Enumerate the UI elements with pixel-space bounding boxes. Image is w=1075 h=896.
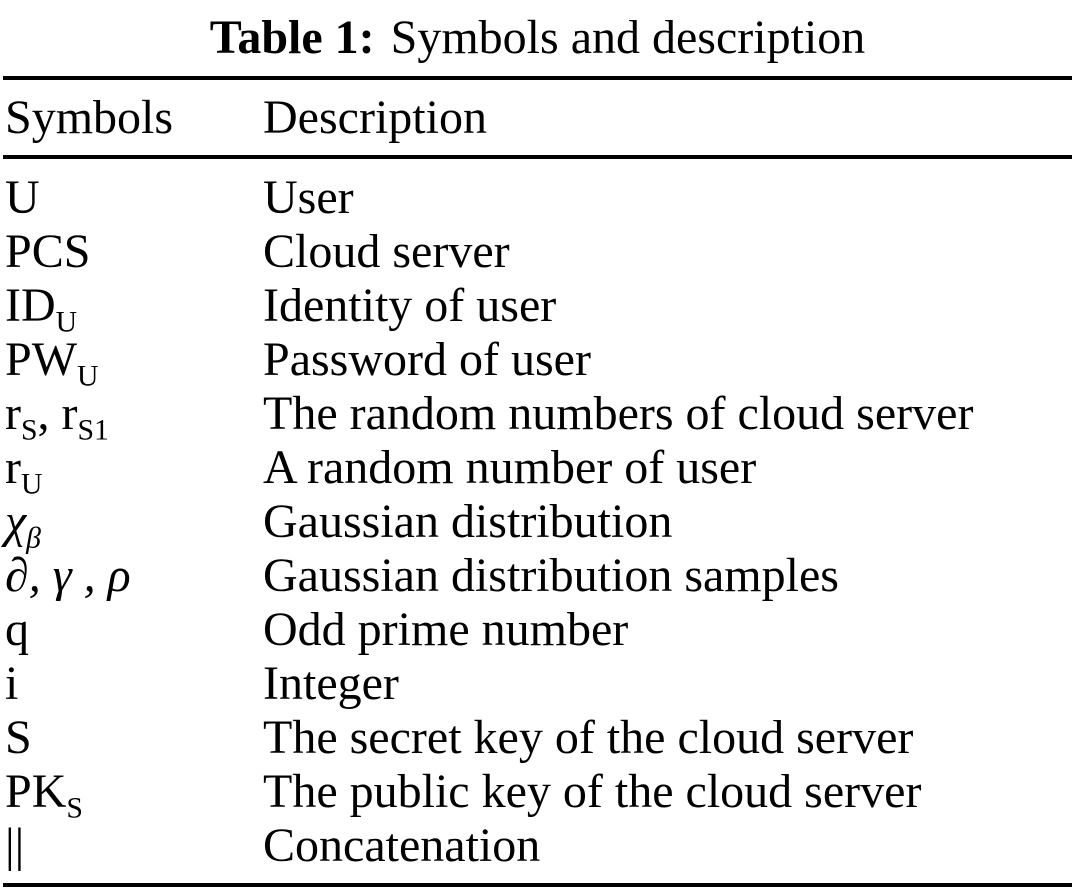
symbol-cell: PCS [5,225,91,278]
table-row: PCS Cloud server [0,225,1075,279]
table-row: U User [0,171,1075,225]
symbol-cell: PWU [5,333,99,393]
symbol-cell: q [5,603,29,656]
table-caption-text: Symbols and description [390,11,866,64]
table-top-rule [3,76,1072,80]
description-cell: A random number of user [263,441,757,494]
description-cell: Cloud server [263,225,510,278]
symbol-cell: χβ [5,495,41,555]
symbol-cell: IDU [5,279,78,339]
table-row: PKS The public key of the cloud server [0,765,1075,825]
table-caption-label: Table 1: [209,11,375,64]
description-cell: Integer [263,657,399,710]
description-cell: Password of user [263,333,591,386]
symbol-cell: rS, rS1 [5,387,109,447]
symbol-cell: U [5,171,40,224]
description-cell: Odd prime number [263,603,629,656]
table-row: S The secret key of the cloud server [0,711,1075,765]
description-cell: The random numbers of cloud server [263,387,974,440]
table-row: q Odd prime number [0,603,1075,657]
column-header-symbols: Symbols [5,91,174,144]
table-caption: Table 1: Symbols and description [0,0,1075,76]
table-row: ∂, γ , ρ Gaussian distribution samples [0,549,1075,603]
table-row: || Concatenation [0,819,1075,873]
symbol-cell: || [5,819,25,872]
table-row: PWU Password of user [0,333,1075,393]
description-cell: Identity of user [263,279,557,332]
description-cell: Concatenation [263,819,541,872]
description-cell: The secret key of the cloud server [263,711,914,764]
symbol-cell: i [5,657,19,710]
table-header-rule [3,155,1072,159]
description-cell: Gaussian distribution samples [263,549,839,602]
symbol-cell: S [5,711,32,764]
table-bottom-rule [3,883,1072,887]
description-cell: Gaussian distribution [263,495,673,548]
table-row: rU A random number of user [0,441,1075,501]
column-header-description: Description [263,91,487,144]
table-row: i Integer [0,657,1075,711]
description-cell: User [263,171,354,224]
table-row: rS, rS1 The random numbers of cloud serve… [0,387,1075,447]
symbol-cell: rU [5,441,43,501]
symbol-cell: PKS [5,765,83,825]
table-header-row: Symbols Description [0,80,1075,155]
symbol-cell: ∂, γ , ρ [5,549,131,602]
table-row: IDU Identity of user [0,279,1075,339]
table-row: χβ Gaussian distribution [0,495,1075,555]
description-cell: The public key of the cloud server [263,765,922,818]
